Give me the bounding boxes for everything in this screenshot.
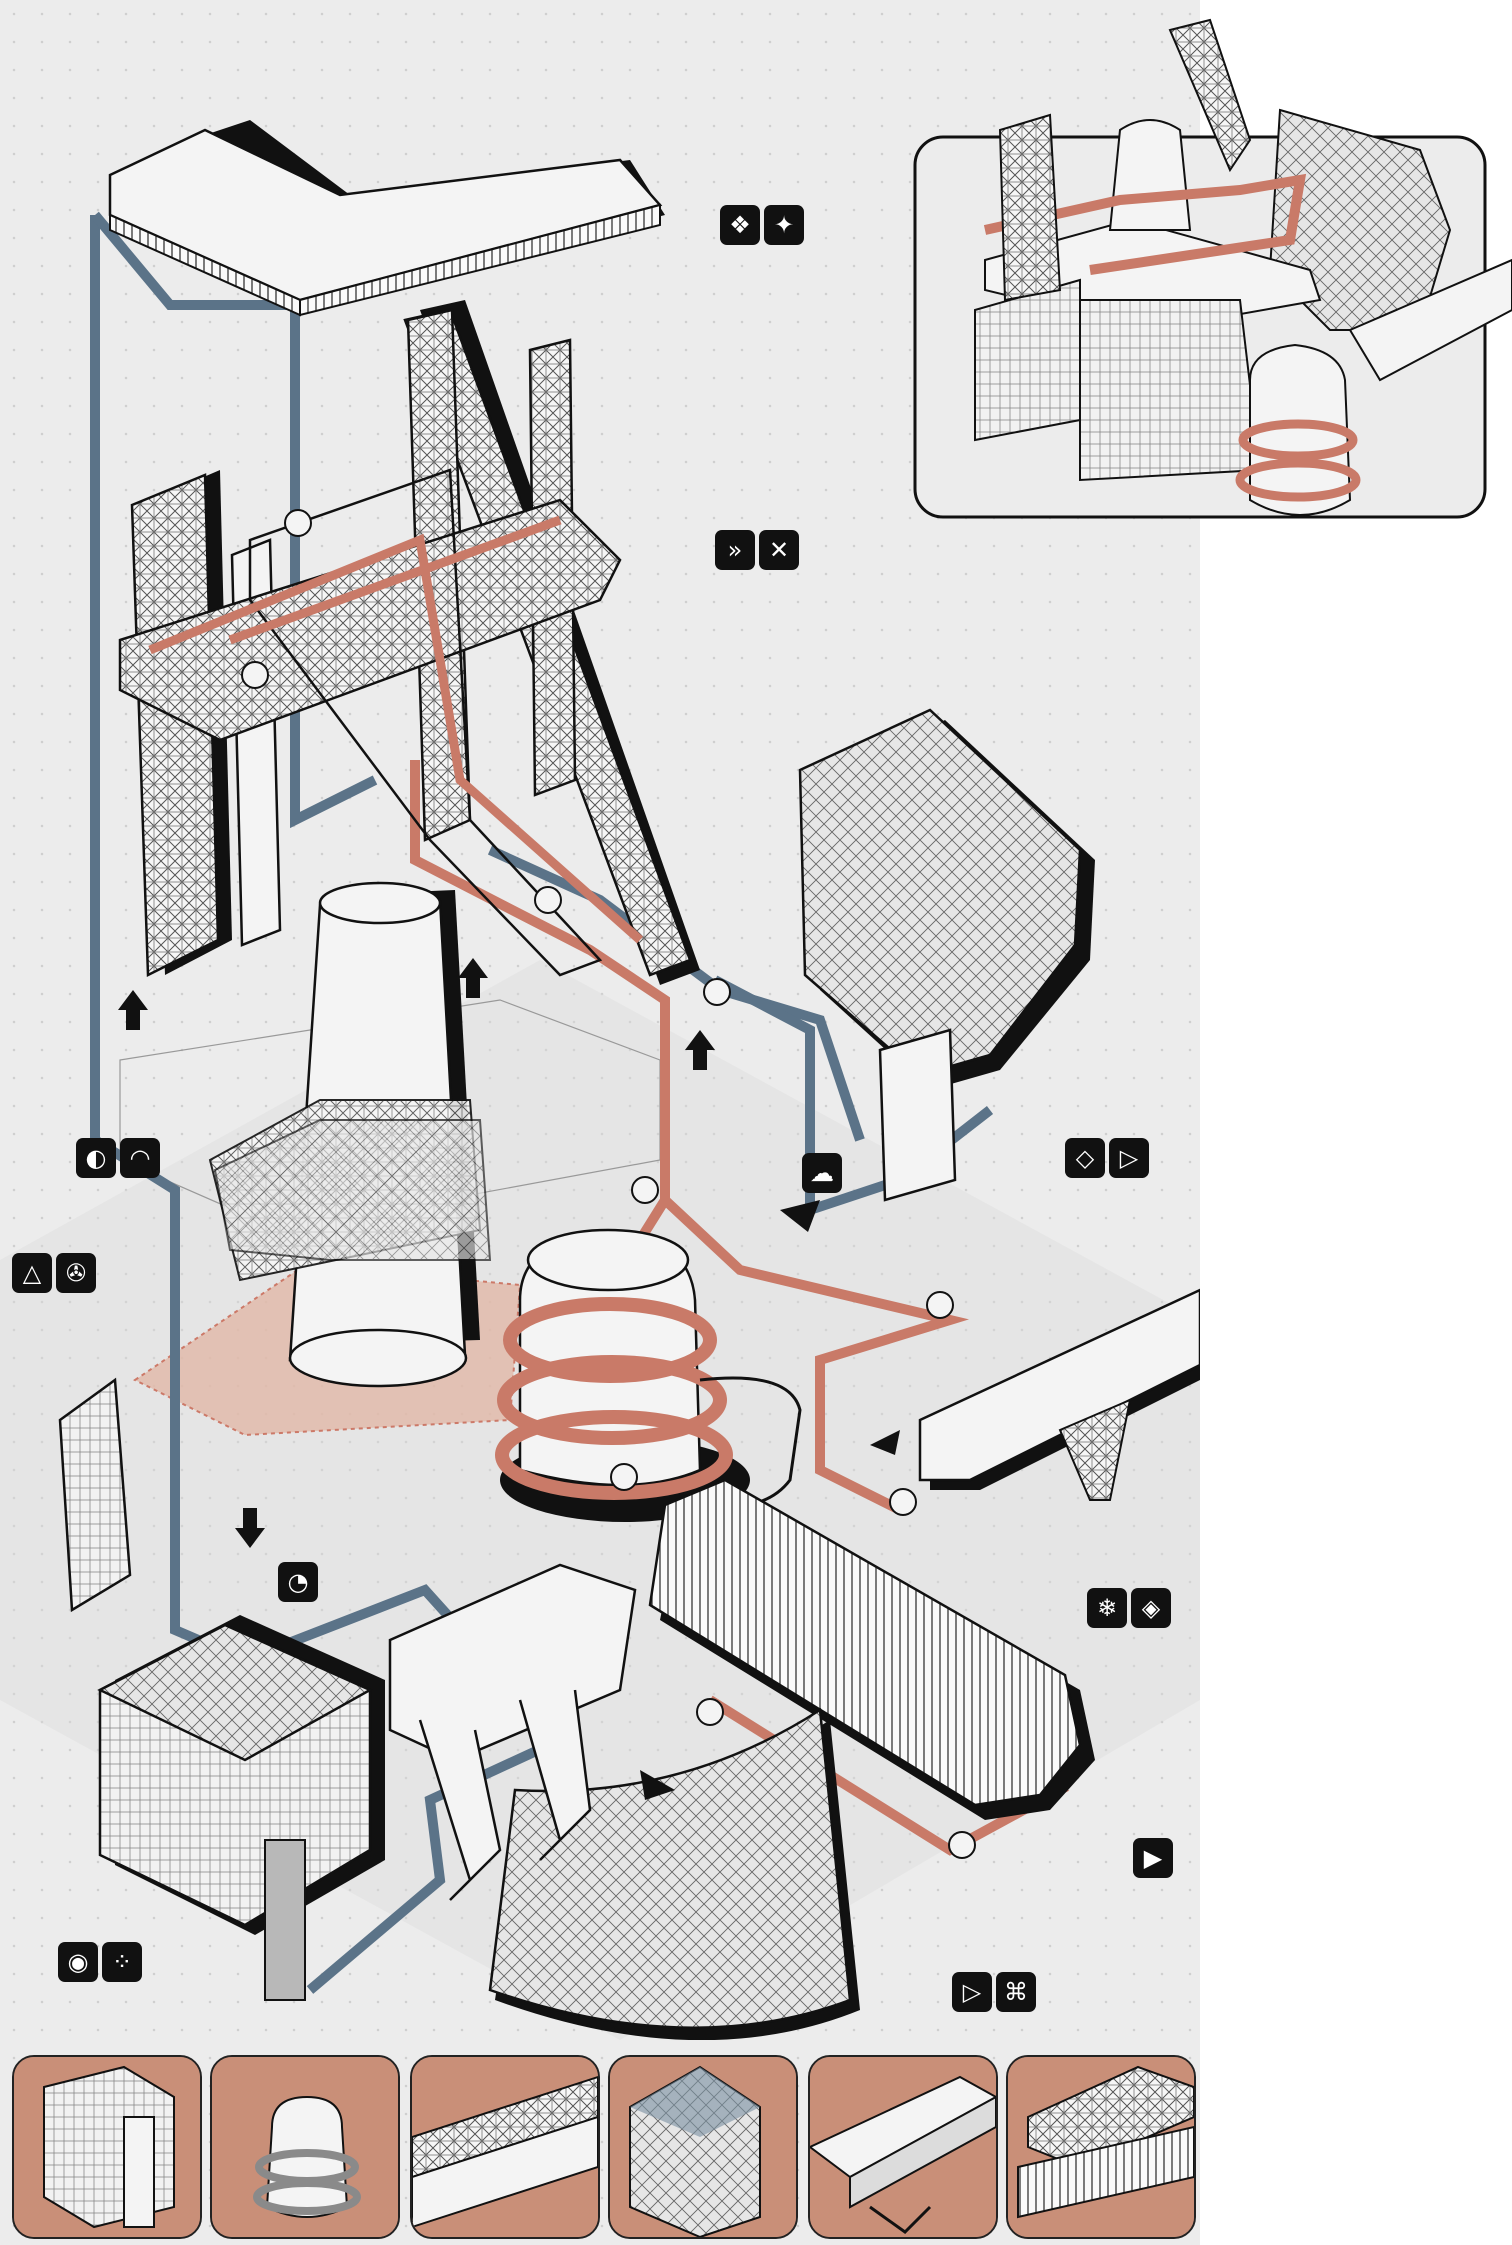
up-arrow-icon (458, 958, 488, 998)
thumb-glass-volume (608, 2055, 798, 2239)
flower-grid-icon: ❖ (720, 205, 760, 245)
play-dots-icon: ▶ (1133, 1838, 1173, 1878)
red-circulation-path (410, 760, 970, 1515)
blue-path-branch-top (91, 211, 378, 829)
glass-faceted-volume (798, 708, 1095, 1202)
rotating-square-icon: ◇ (1065, 1138, 1105, 1178)
path-nodes (241, 509, 976, 1859)
pillared-deck-structure (388, 1563, 637, 1901)
pinwheel-icon: ✕ (759, 530, 799, 570)
triangle-loop-icon: △ (12, 1253, 52, 1293)
four-dot-grid-icon: ⁘ (102, 1942, 142, 1982)
snowflake-icon: ❄ (1087, 1588, 1127, 1628)
thumb-gantry (1006, 2055, 1196, 2239)
icon-pair-5: ☁ (802, 1153, 842, 1193)
path-node (948, 1831, 976, 1859)
thumb-facade-block (12, 2055, 202, 2239)
path-node (631, 1176, 659, 1204)
icon-pair-8: ❄ ◈ (1087, 1588, 1171, 1628)
icon-pair-3: ◐ ◠ (76, 1138, 160, 1178)
icon-pair-11: ▷ ⌘ (952, 1972, 1036, 2012)
path-node (241, 661, 269, 689)
top-bar-building (108, 120, 665, 317)
path-node (926, 1291, 954, 1319)
lower-left-facade-block (97, 1615, 385, 2001)
diagram-canvas: ❖ ✦ » ✕ ◐ ◠ △ ✇ ☁ ◇ ▷ ◔ ❄ ◈ ▶ ◉ ⁘ ▷ ⌘ (0, 0, 1200, 2245)
direction-arrows (118, 958, 900, 1800)
knot-icon: ⌘ (996, 1972, 1036, 2012)
path-node (703, 978, 731, 1006)
play-square-icon: ▷ (952, 1972, 992, 2012)
spiral-square-icon: ◈ (1131, 1588, 1171, 1628)
chimney-cone (208, 881, 492, 1388)
curved-glass-wall (488, 1707, 860, 2040)
double-chevron-icon: » (715, 530, 755, 570)
stacked-balcony-slab (58, 1377, 132, 1613)
aperture-icon: ◔ (278, 1562, 318, 1602)
left-arrow-icon (870, 1430, 900, 1455)
play-triangle-icon: ▷ (1109, 1138, 1149, 1178)
path-node (696, 1698, 724, 1726)
isometric-diagram (58, 120, 1200, 2040)
diagonal-arrow-icon (780, 1200, 820, 1232)
icon-pair-2: » ✕ (715, 530, 799, 570)
star-diamond-icon: ✦ (764, 205, 804, 245)
thumb-bridge-truss (410, 2055, 600, 2239)
path-node (284, 509, 312, 537)
path-node (889, 1488, 917, 1516)
arch-lines-icon: ◠ (120, 1138, 160, 1178)
finned-tube-structure (648, 1478, 1095, 1820)
icon-pair-7: ◔ (278, 1562, 318, 1602)
icon-pair-9: ▶ (1133, 1838, 1173, 1878)
up-arrow-icon (118, 990, 148, 1030)
icon-pair-10: ◉ ⁘ (58, 1942, 142, 1982)
swirl-icon: ◐ (76, 1138, 116, 1178)
icon-pair-1: ❖ ✦ (720, 205, 804, 245)
target-icon: ◉ (58, 1942, 98, 1982)
icon-pair-4: △ ✇ (12, 1253, 96, 1293)
thumb-conveyor (808, 2055, 998, 2239)
thumb-spiral-tower (210, 2055, 400, 2239)
icon-pair-6: ◇ ▷ (1065, 1138, 1149, 1178)
down-arrow-icon (235, 1508, 265, 1548)
up-arrow-icon (685, 1030, 715, 1070)
film-reel-icon: ✇ (56, 1253, 96, 1293)
path-node (534, 886, 562, 914)
right-conveyor-bridge (918, 1288, 1200, 1501)
diagonal-down-arrow-icon (640, 1770, 675, 1800)
path-node (610, 1463, 638, 1491)
cloud-loop-icon: ☁ (802, 1153, 842, 1193)
